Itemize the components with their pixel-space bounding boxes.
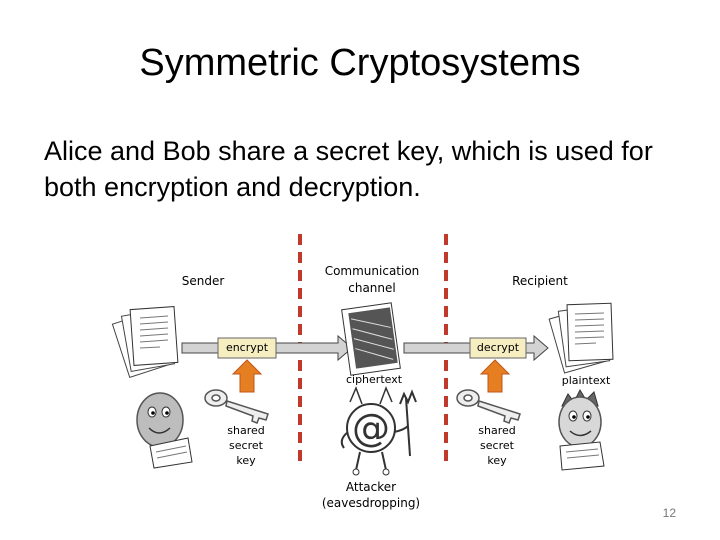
bob-avatar: [558, 388, 605, 471]
recipient-label: Recipient: [512, 274, 568, 288]
recipient-document-icon: [548, 302, 614, 374]
slide-page-number: 12: [662, 506, 676, 520]
shared-key-left-line1: shared: [227, 424, 265, 437]
decrypt-box: [469, 337, 527, 359]
key-up-arrow-right: [479, 359, 511, 393]
plaintext-label: plaintext: [561, 374, 611, 387]
attacker-label-line2: (eavesdropping): [321, 496, 421, 510]
encrypt-box: [217, 337, 277, 359]
shared-key-right-line2: secret: [480, 439, 514, 452]
key-up-arrow-left: [231, 359, 263, 393]
shared-key-right-line3: key: [487, 454, 507, 467]
decrypt-label: decrypt: [476, 341, 520, 354]
channel-label-line1: Communication: [324, 264, 420, 278]
key-icon-right: [456, 389, 521, 424]
slide-body-text: Alice and Bob share a secret key, which …: [44, 136, 653, 202]
slide-title: Symmetric Cryptosystems: [139, 42, 581, 84]
alice-avatar: [136, 392, 193, 469]
attacker-label-line1: Attacker: [345, 480, 397, 494]
ciphertext-document-icon: [341, 302, 401, 376]
sender-label: Sender: [181, 274, 225, 288]
shared-key-left-line3: key: [236, 454, 256, 467]
shared-key-right-line1: shared: [478, 424, 516, 437]
svg-text:@: @: [352, 406, 390, 450]
channel-label-line2: channel: [348, 281, 396, 295]
attacker-devil-icon: @: [340, 385, 417, 476]
encrypt-label: encrypt: [225, 341, 269, 354]
sender-document-icon: [111, 305, 179, 379]
ciphertext-label: ciphertext: [345, 373, 403, 386]
key-icon-left: [204, 389, 269, 424]
shared-key-left-line2: secret: [229, 439, 263, 452]
